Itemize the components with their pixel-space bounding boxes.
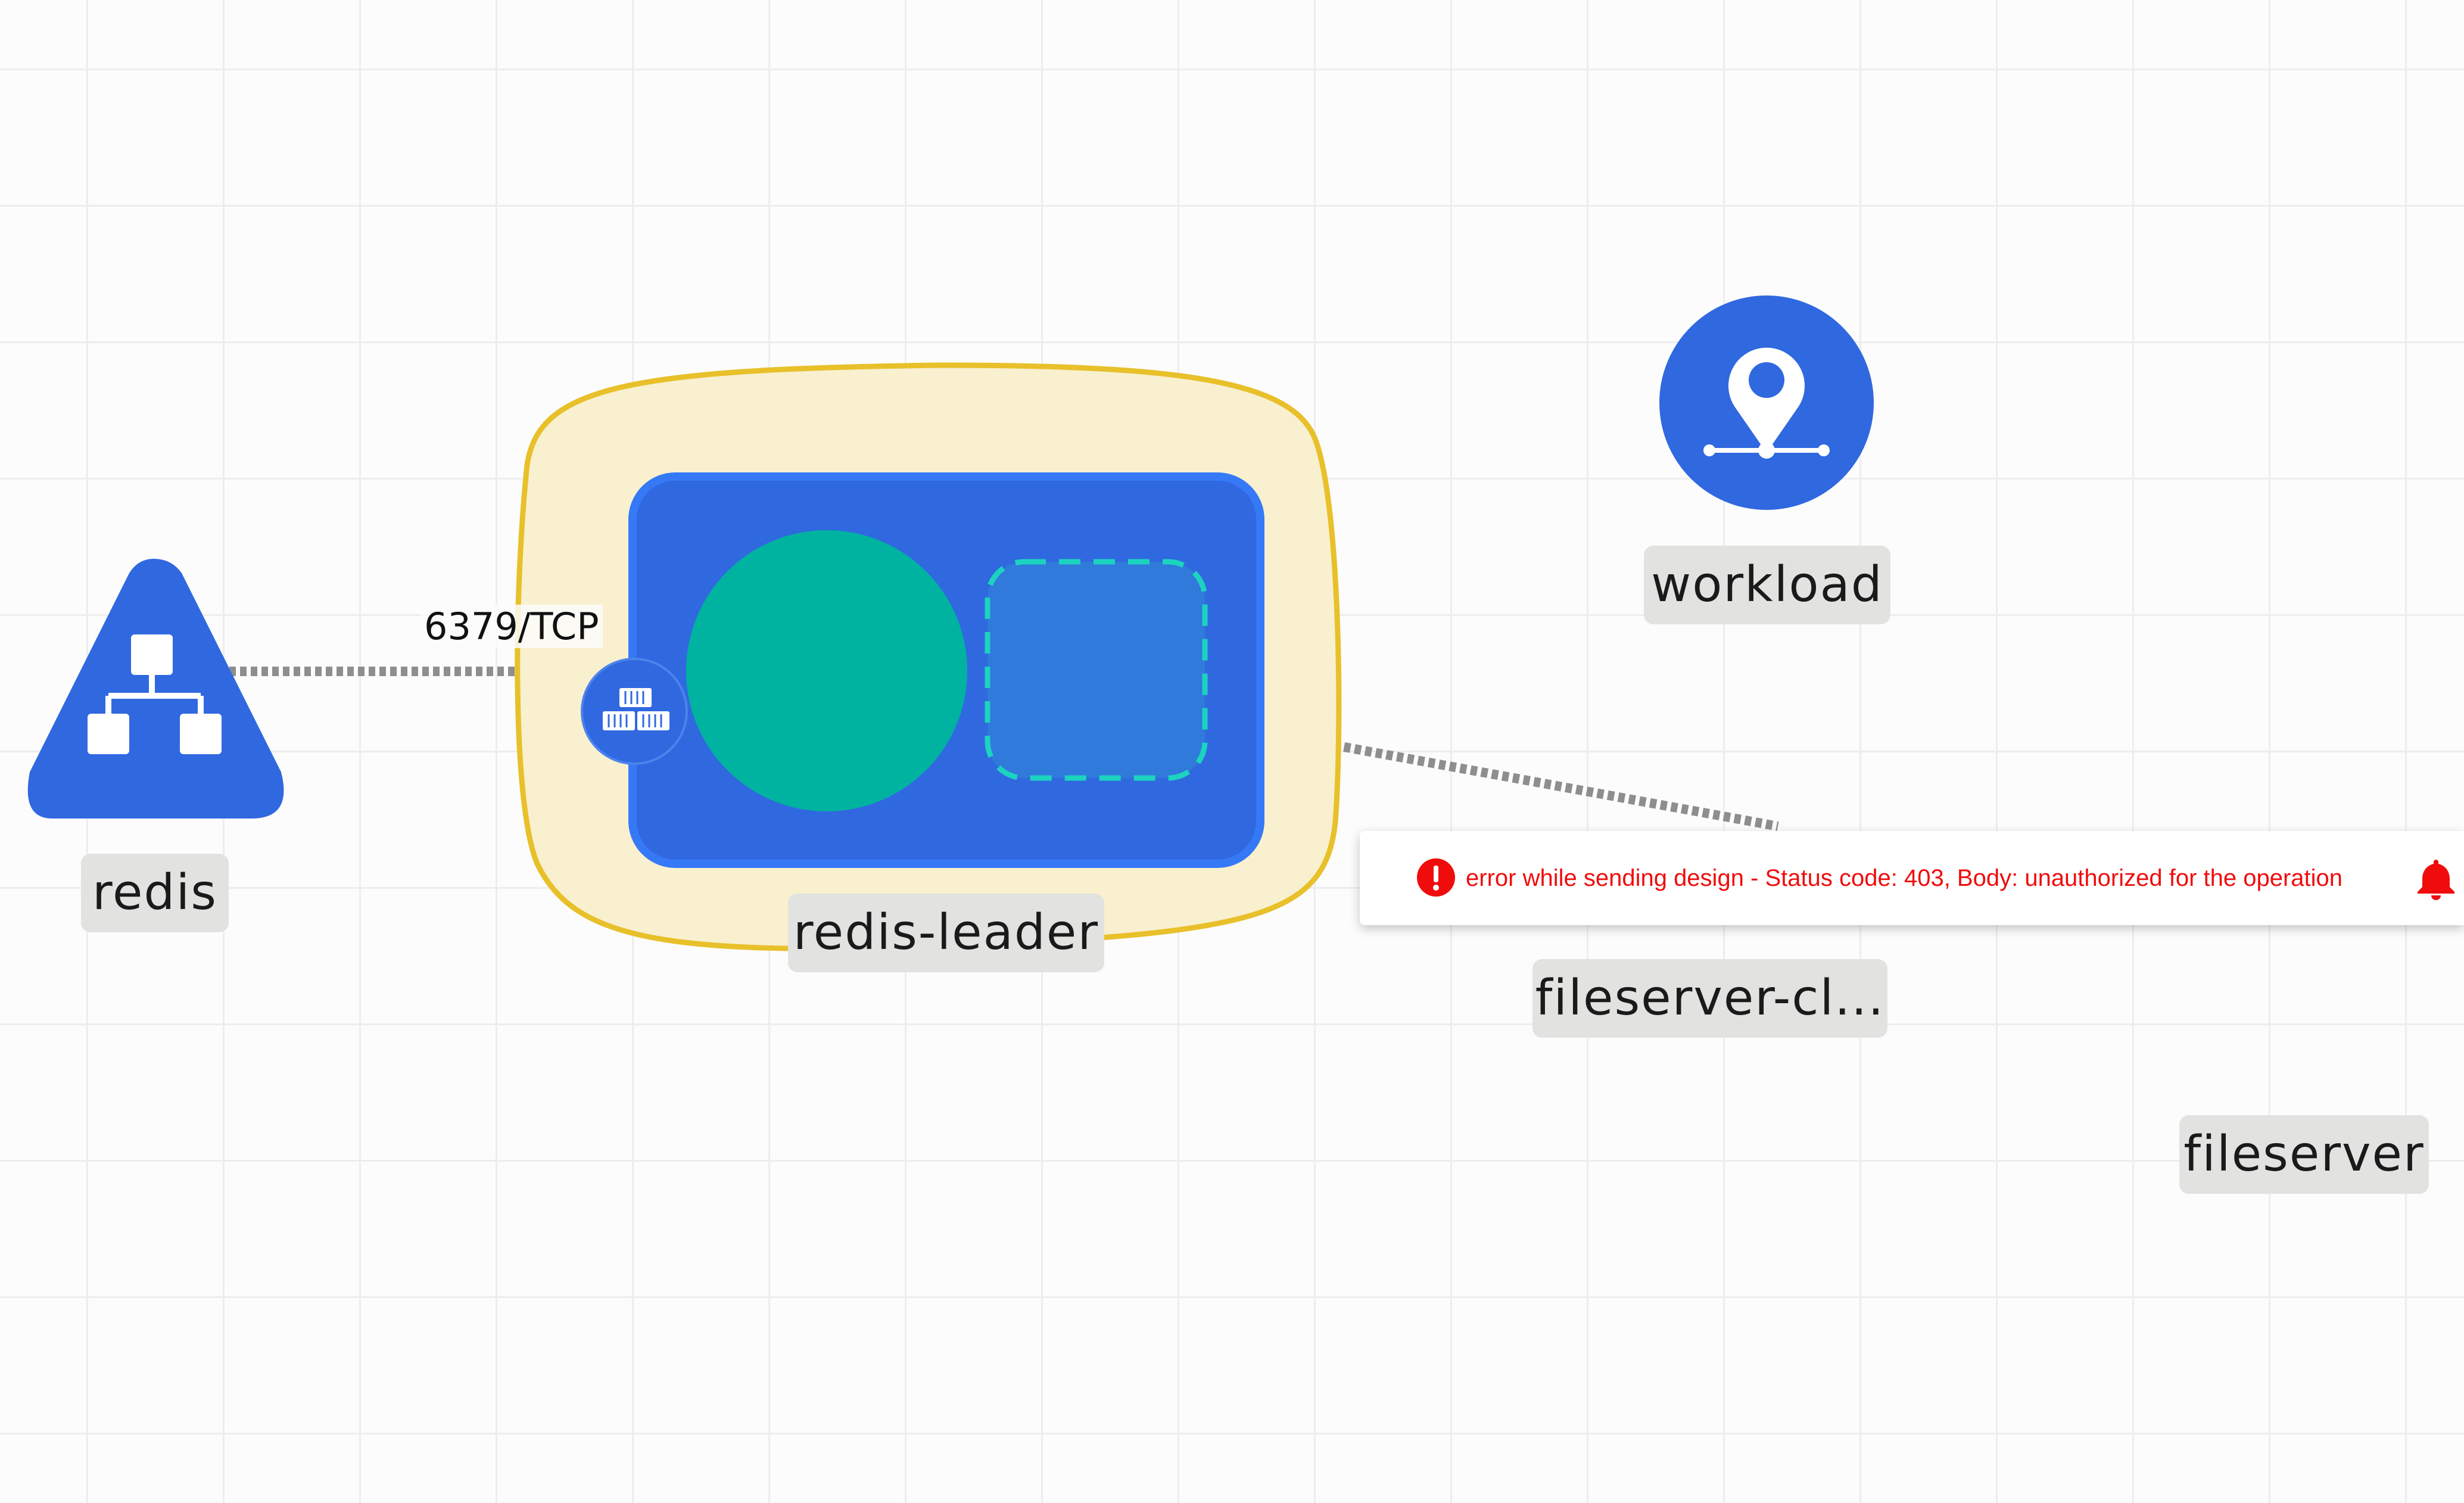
container-icon bbox=[603, 688, 669, 730]
toast-message: error while sending design - Status code… bbox=[1466, 865, 2343, 891]
map-pin-icon bbox=[1703, 347, 1830, 459]
fileserver-client-label: fileserver-cl... bbox=[1532, 959, 1887, 1038]
bell-icon[interactable] bbox=[2414, 856, 2458, 900]
port-badge[interactable] bbox=[581, 658, 688, 765]
fileserver-label: fileserver bbox=[2179, 1115, 2429, 1194]
network-hierarchy-icon bbox=[88, 634, 222, 754]
edge-port-label: 6379/TCP bbox=[420, 605, 603, 648]
placeholder-slot[interactable] bbox=[985, 559, 1208, 781]
redis-leader-node[interactable] bbox=[515, 362, 1342, 951]
error-circle-icon bbox=[1417, 858, 1455, 897]
workload-node[interactable] bbox=[1659, 295, 1874, 510]
redis-label: redis bbox=[81, 854, 229, 932]
redis-node[interactable] bbox=[27, 559, 284, 819]
redis-leader-label: redis-leader bbox=[788, 894, 1104, 972]
pod-circle[interactable] bbox=[686, 530, 967, 811]
workload-label: workload bbox=[1644, 546, 1890, 624]
edge-redis-leader-to-fileserver-client[interactable] bbox=[1259, 727, 1779, 831]
error-toast[interactable]: error while sending design - Status code… bbox=[1360, 831, 2464, 925]
